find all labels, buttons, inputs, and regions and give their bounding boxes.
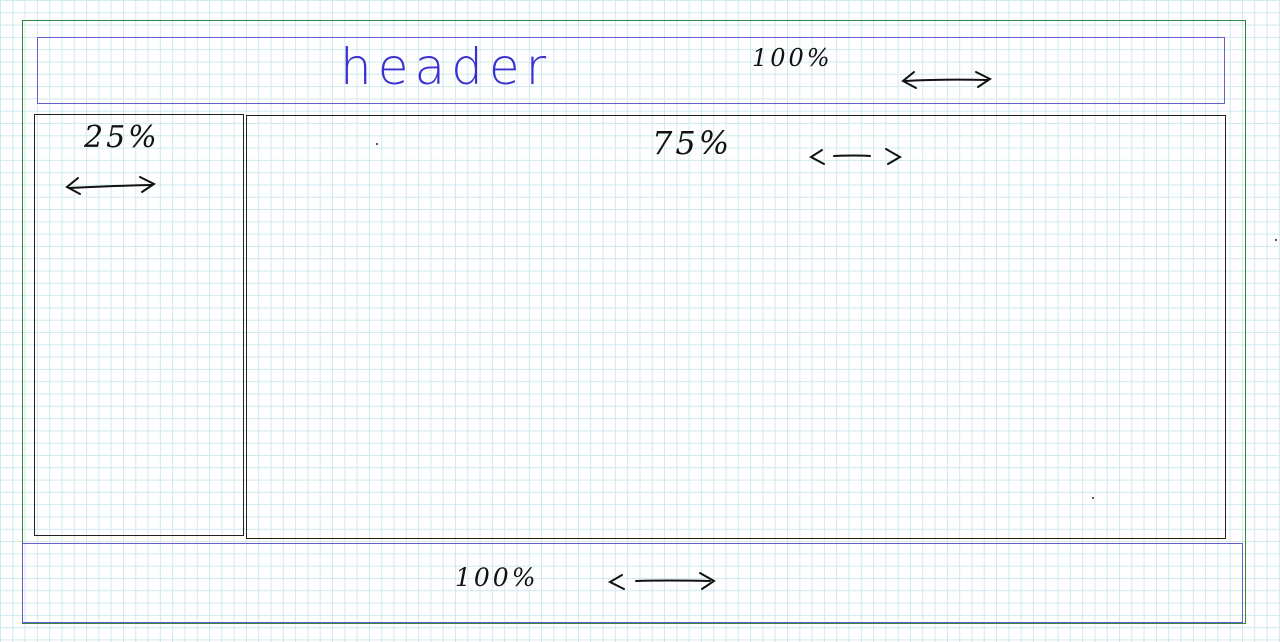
pen-dot [1092, 497, 1094, 499]
header-region [37, 37, 1225, 104]
main-content-region [246, 115, 1226, 539]
footer-double-arrow-icon [607, 572, 716, 590]
footer-width-label: 100% [455, 563, 539, 592]
pen-dot [376, 143, 378, 145]
header-label: header [340, 38, 553, 96]
main-width-label: 75% [652, 124, 733, 162]
header-width-label: 100% [752, 44, 833, 72]
footer-region [22, 543, 1243, 623]
sidebar-region [34, 114, 244, 536]
page-frame [22, 20, 1246, 624]
main-double-arrow-icon [809, 148, 902, 165]
sidebar-width-label: 25% [84, 120, 160, 155]
sidebar-double-arrow-icon [65, 176, 156, 195]
header-double-arrow-icon [901, 71, 992, 89]
pen-dot [1275, 239, 1277, 241]
